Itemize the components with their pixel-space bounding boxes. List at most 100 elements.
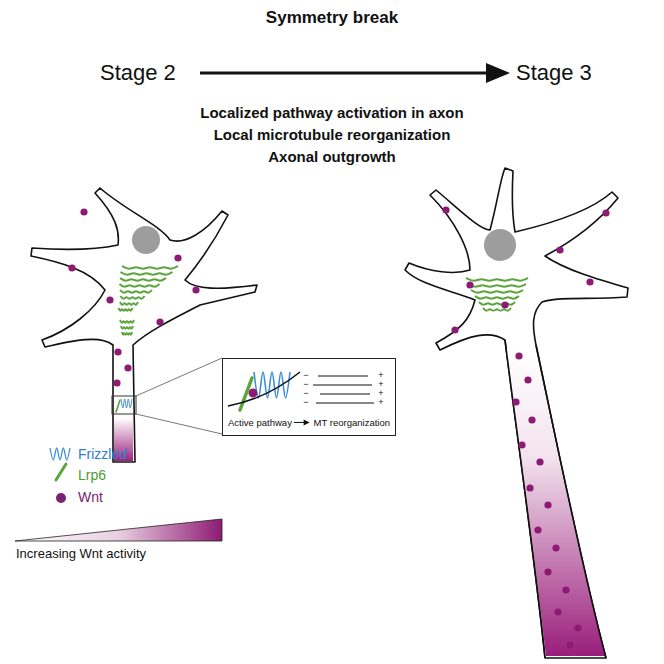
wnt-dot [451,326,458,333]
wnt-dot [512,398,519,405]
stage-arrow-head [486,63,510,83]
axon-outline [505,340,606,658]
golgi-cisterna [120,278,166,281]
wnt-dot [586,278,593,285]
stage-arrow-shaft [200,72,488,75]
golgi-cisterna [483,308,511,311]
microtubule [320,394,370,395]
stage-label: Stage 2 [100,60,176,85]
wnt-dot [526,484,533,491]
wnt-dot [556,246,563,253]
wnt-dot [113,379,120,386]
wnt-dot [574,624,581,631]
golgi-cisterna [479,302,515,305]
golgi-cisterna [471,290,523,293]
frizzled-receptor [50,448,70,460]
zoom-box [112,396,136,414]
neuron-outline [405,168,628,658]
zoom-leader [136,358,222,396]
golgi-cisterna [475,296,519,299]
wnt-dot [544,568,551,575]
wnt-dot [552,544,559,551]
wnt-dot [536,458,543,465]
golgi-cisterna [120,284,160,287]
inset-caption: MT reorganization [314,418,390,429]
wnt-dot [544,501,551,508]
legend-label: Wnt [78,489,103,505]
golgi-cisterna [121,272,173,275]
process-note: Local microtubule reorganization [214,126,451,143]
polarity-sign: + [378,397,383,407]
microtubule [313,385,372,386]
polarity-sign: − [303,379,308,389]
golgi [119,266,529,335]
wnt-dot [156,318,163,325]
wnt-dot [528,416,535,423]
golgi-cisterna [121,296,145,299]
polarity-sign: − [303,388,308,398]
microtubule [318,376,368,377]
inset-caption: Active pathway [228,418,292,429]
receptor-complexes [116,372,290,412]
polarity-sign: − [303,370,308,380]
membrane [228,372,300,406]
frizzled-receptor [254,372,290,398]
wnt-dot [562,586,569,593]
golgi-cisterna [119,308,133,311]
golgi-cisterna [122,266,178,269]
stage-label: Stage 3 [516,60,592,85]
wnt-dot [442,206,449,213]
polarity-sign: − [303,397,308,407]
zoom-leader [136,414,222,434]
wnt-dot [68,264,75,271]
lrp6-coreceptor [116,400,120,412]
golgi-cisterna [468,284,526,287]
wnt-dot [466,281,473,288]
lrp6-coreceptor [56,464,66,480]
inset-arrow-head [304,419,310,425]
wnt-dot [114,348,121,355]
zoom-inset-box: Active pathway MT reorganization [222,358,396,436]
legend-samples [50,448,70,480]
golgi-cisterna [121,326,133,329]
wnt-dot [534,526,541,533]
wnt-dot [192,286,199,293]
wnt-dot [515,352,522,359]
wnt-dot [524,376,531,383]
wnt-dot [174,254,181,261]
golgi-cisterna [120,320,134,323]
process-note: Axonal outgrowth [268,148,396,165]
frizzled-receptor [121,399,132,408]
polarity-sign: + [378,388,383,398]
wnt-activity-gradient [506,350,605,656]
wnt-dot [518,441,525,448]
inset-arrow-shaft [294,422,305,423]
wnt-ligand [249,389,258,398]
microtubule [316,403,374,404]
golgi-cisterna [120,302,138,305]
microtubules [313,376,374,403]
legend-label: Lrp6 [78,467,106,483]
wnt-dot [80,208,87,215]
polarity-sign: + [378,370,383,380]
golgi-cisterna [120,290,152,293]
process-note: Localized pathway activation in axon [200,104,463,121]
wnt-dot [124,364,131,371]
legend-swatch [56,493,66,503]
figure-title: Symmetry break [266,8,398,28]
wnt-dot [501,301,508,308]
stage3-neuron [405,168,628,658]
wnt-dots [68,206,609,648]
wnt-dot [106,296,113,303]
polarity-sign: + [378,379,383,389]
wnt-dot [566,641,573,648]
neuron-outline [31,188,257,462]
wnt-gradient-bar [15,519,222,541]
golgi-cisterna [466,278,528,281]
nucleus [484,229,516,261]
golgi-cisterna [122,332,132,335]
gradient-label: Increasing Wnt activity [16,547,146,562]
stage2-neuron [31,188,257,462]
